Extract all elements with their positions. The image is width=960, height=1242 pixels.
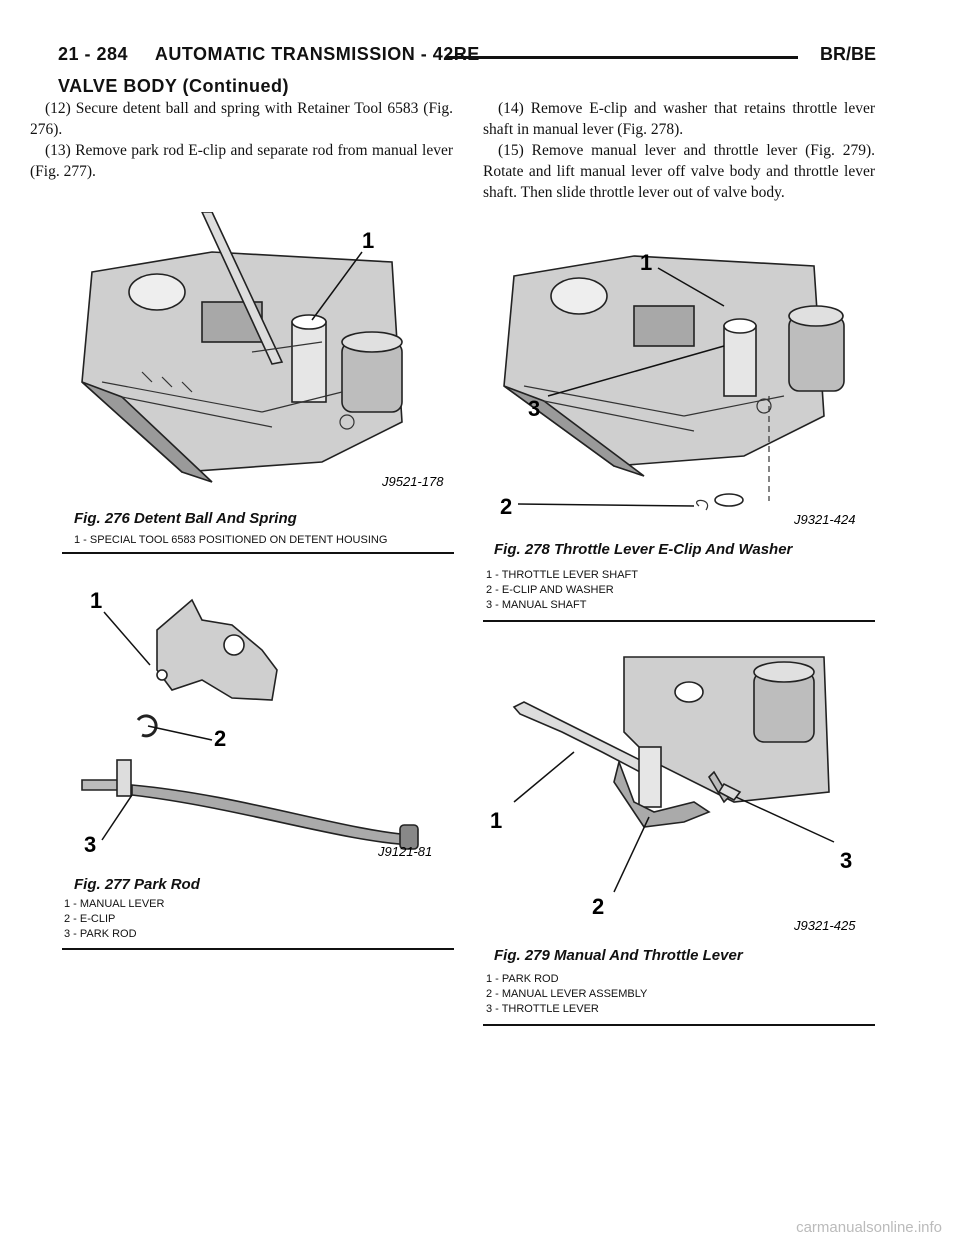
legend-item: 3 - THROTTLE LEVER [486, 1003, 599, 1015]
figure-278-illustration: 1 3 2 J9321-424 [484, 236, 874, 526]
figure-278-caption: Fig. 278 Throttle Lever E-Clip And Washe… [494, 541, 793, 558]
leader-line-1 [513, 751, 575, 803]
figure-277-legend: 1 - MANUAL LEVER 2 - E-CLIP 3 - PARK ROD [64, 897, 164, 942]
figure-276-illustration: 1 J9521-178 [62, 212, 454, 502]
figure-code: J9521-178 [381, 474, 444, 489]
legend-item: 1 - MANUAL LEVER [64, 898, 165, 910]
park-rod-drawing: 1 2 3 J9121-81 [81, 588, 432, 859]
leader-line-2 [613, 816, 650, 893]
leader-line-1 [103, 611, 151, 666]
figure-277-illustration: 1 2 3 J9121-81 [62, 580, 454, 870]
footer-watermark[interactable]: carmanualsonline.info [796, 1219, 942, 1236]
figure-279-caption: Fig. 279 Manual And Throttle Lever [494, 947, 743, 964]
header-model: BR/BE [819, 44, 876, 64]
legend-item: 2 - E-CLIP [64, 913, 116, 925]
header-title: 21 - 284 AUTOMATIC TRANSMISSION - 42RE [58, 44, 480, 64]
legend-item: 1 - SPECIAL TOOL 6583 POSITIONED ON DETE… [74, 534, 388, 546]
callout-3: 3 [840, 848, 852, 873]
figure-279-legend: 1 - PARK ROD 2 - MANUAL LEVER ASSEMBLY 3… [486, 972, 647, 1017]
leader-line-1 [311, 251, 363, 321]
legend-item: 2 - E-CLIP AND WASHER [486, 584, 614, 596]
figure-276-rule [62, 552, 454, 554]
callout-3: 3 [84, 832, 96, 857]
step-15: (15) Remove manual lever and throttle le… [483, 142, 875, 201]
leader-line-3 [735, 796, 835, 843]
manual-throttle-lever-drawing: 1 2 3 J9321-425 [490, 656, 856, 933]
legend-item: 1 - PARK ROD [486, 973, 559, 985]
callout-1: 1 [90, 588, 102, 613]
header-rule [446, 56, 798, 59]
callout-1: 1 [640, 250, 652, 275]
legend-item: 1 - THROTTLE LEVER SHAFT [486, 569, 638, 581]
callout-1: 1 [490, 808, 502, 833]
leader-line-2 [147, 725, 213, 741]
legend-item: 3 - MANUAL SHAFT [486, 599, 587, 611]
legend-item: 3 - PARK ROD [64, 928, 137, 940]
leader-line-2 [517, 503, 695, 507]
figure-code: J9121-81 [377, 844, 432, 859]
figure-276-legend: 1 - SPECIAL TOOL 6583 POSITIONED ON DETE… [74, 533, 387, 548]
leader-line-3 [101, 794, 133, 841]
figure-279-illustration: 1 2 3 J9321-425 [484, 652, 874, 942]
throttle-lever-drawing: 1 3 2 J9321-424 [500, 250, 855, 526]
step-14: (14) Remove E-clip and washer that retai… [483, 100, 875, 138]
callout-2: 2 [592, 894, 604, 919]
figure-278-legend: 1 - THROTTLE LEVER SHAFT 2 - E-CLIP AND … [486, 568, 638, 613]
leader-line-3 [547, 345, 725, 397]
figure-code: J9321-424 [793, 512, 855, 526]
callout-2: 2 [500, 494, 512, 519]
step-13: (13) Remove park rod E-clip and separate… [30, 142, 453, 180]
legend-item: 2 - MANUAL LEVER ASSEMBLY [486, 988, 648, 1000]
valve-body-drawing: 1 J9521-178 [81, 212, 444, 489]
figure-279-rule [483, 1024, 875, 1026]
figure-276-caption: Fig. 276 Detent Ball And Spring [74, 510, 297, 527]
figure-277-caption: Fig. 277 Park Rod [74, 876, 200, 893]
callout-3: 3 [528, 396, 540, 421]
page-header: 21 - 284 AUTOMATIC TRANSMISSION - 42RE B… [58, 44, 876, 76]
figure-278-rule [483, 620, 875, 622]
section-title: VALVE BODY (Continued) [58, 76, 289, 96]
leader-line-1 [657, 267, 725, 307]
step-12: (12) Secure detent ball and spring with … [30, 100, 453, 138]
figure-code: J9321-425 [793, 918, 856, 933]
callout-2: 2 [214, 726, 226, 751]
callout-1: 1 [362, 228, 374, 253]
figure-277-rule [62, 948, 454, 950]
